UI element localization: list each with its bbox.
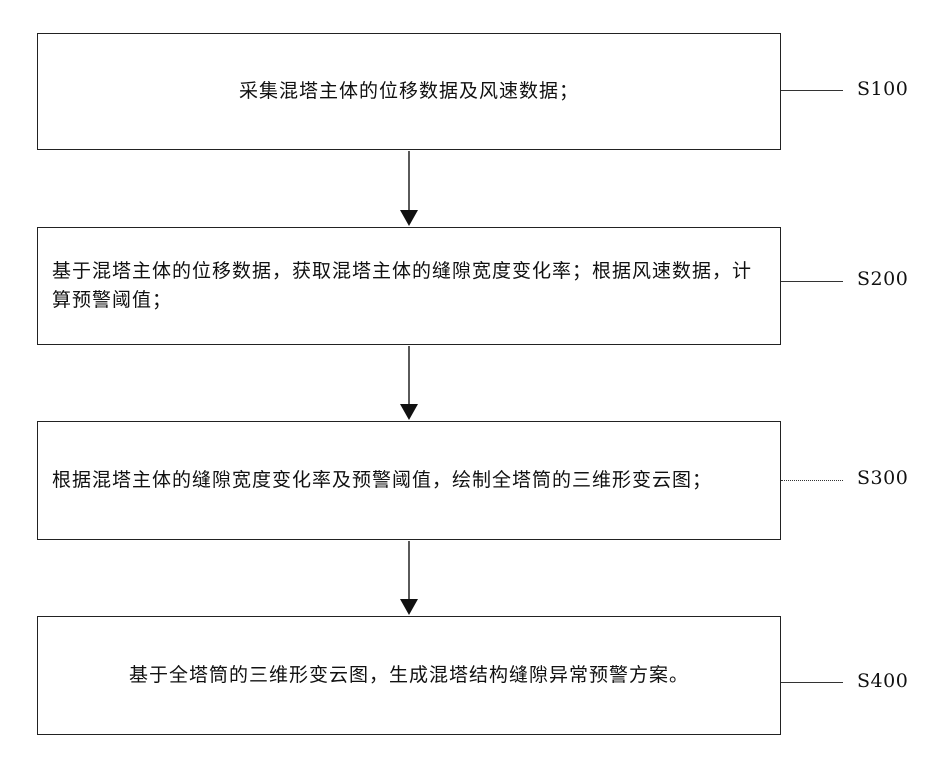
arrow-s100-to-s200 (400, 151, 418, 226)
arrow-s300-to-s400 (400, 541, 418, 615)
arrow-s200-to-s300 (400, 346, 418, 420)
